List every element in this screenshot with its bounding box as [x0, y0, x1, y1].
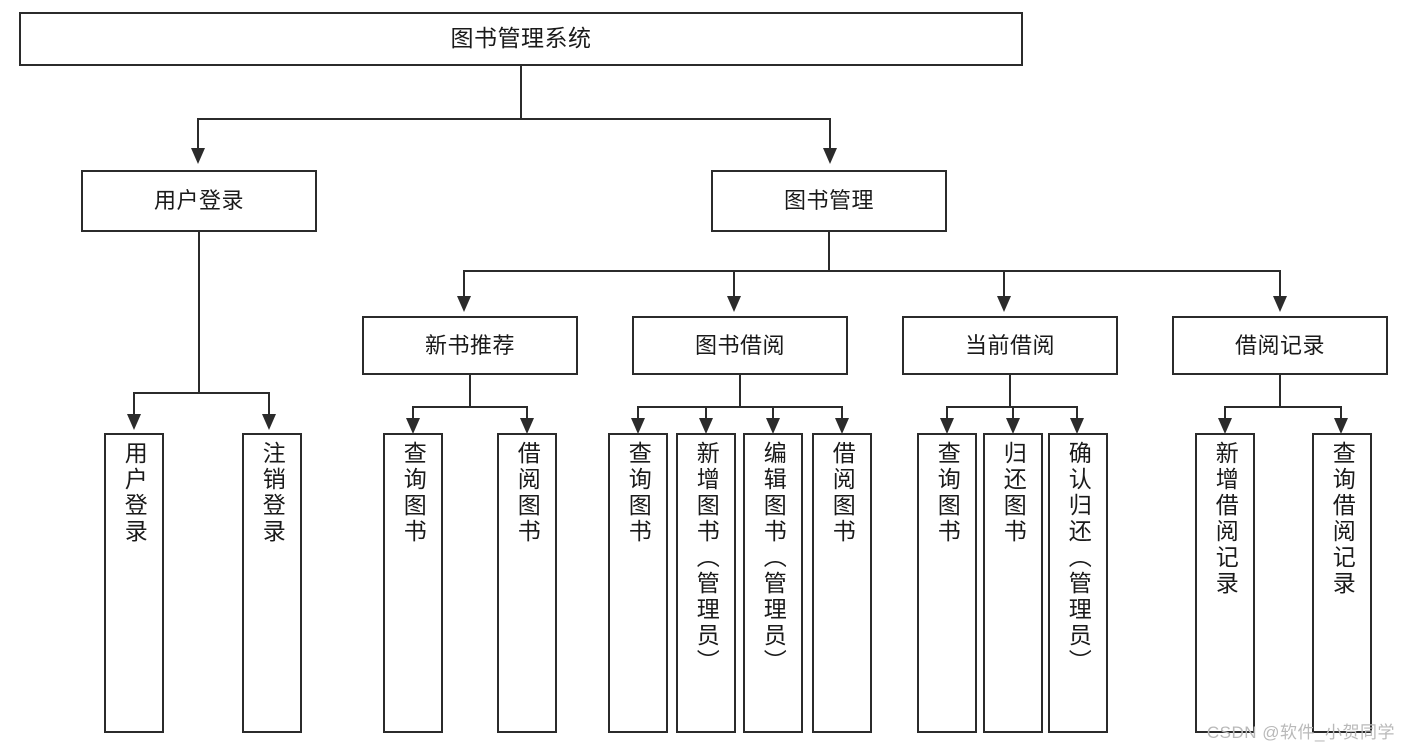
arrow-leaf-query-book-1 [406, 418, 420, 434]
node-book-borrow-label: 图书借阅 [694, 332, 785, 358]
node-leaf-add-record-label: 新增借阅记录 [1212, 441, 1239, 597]
node-leaf-return-book[interactable]: 归还图书 [983, 433, 1043, 733]
connector-user-login-drop-2 [268, 392, 270, 414]
connector-user-login-bus [133, 392, 268, 394]
connector-borrow-record-drop-1 [1224, 406, 1226, 418]
connector-to-new-book-rec [463, 270, 465, 296]
arrow-leaf-borrow-book-2 [835, 418, 849, 434]
node-root-label: 图书管理系统 [450, 25, 592, 52]
arrow-leaf-user-login [127, 414, 141, 430]
node-leaf-confirm-return-label: 确认归还（管理员） [1065, 441, 1092, 675]
node-root[interactable]: 图书管理系统 [19, 12, 1023, 66]
connector-book-borrow-drop-1 [637, 406, 639, 418]
node-new-book-rec-label: 新书推荐 [424, 332, 515, 358]
node-leaf-query-book-2[interactable]: 查询图书 [608, 433, 668, 733]
node-leaf-add-book-label: 新增图书（管理员） [693, 441, 720, 675]
connector-to-user-login [197, 118, 199, 148]
node-leaf-add-record[interactable]: 新增借阅记录 [1195, 433, 1255, 733]
connector-new-book-rec-stem [469, 375, 471, 406]
node-leaf-edit-book[interactable]: 编辑图书（管理员） [743, 433, 803, 733]
node-leaf-query-book-2-label: 查询图书 [625, 441, 652, 545]
arrow-leaf-query-book-3 [940, 418, 954, 434]
node-leaf-query-book-1-label: 查询图书 [400, 441, 427, 545]
arrow-leaf-query-book-2 [631, 418, 645, 434]
node-leaf-edit-book-label: 编辑图书（管理员） [760, 441, 787, 675]
node-leaf-query-book-3-label: 查询图书 [934, 441, 961, 545]
connector-root-bus [197, 118, 831, 120]
connector-to-current-borrow [1003, 270, 1005, 296]
connector-to-book-borrow [733, 270, 735, 296]
arrow-leaf-add-book [699, 418, 713, 434]
node-leaf-query-book-1[interactable]: 查询图书 [383, 433, 443, 733]
connector-to-borrow-record [1279, 270, 1281, 296]
connector-book-borrow-drop-2 [705, 406, 707, 418]
node-current-borrow-label: 当前借阅 [964, 332, 1055, 358]
node-leaf-borrow-book-2[interactable]: 借阅图书 [812, 433, 872, 733]
node-borrow-record-label: 借阅记录 [1234, 332, 1325, 358]
node-leaf-borrow-book-1[interactable]: 借阅图书 [497, 433, 557, 733]
node-leaf-user-logout-label: 注销登录 [259, 441, 286, 545]
arrow-to-borrow-record [1273, 296, 1287, 312]
connector-borrow-record-bus [1224, 406, 1342, 408]
node-leaf-user-login[interactable]: 用户登录 [104, 433, 164, 733]
node-leaf-query-record[interactable]: 查询借阅记录 [1312, 433, 1372, 733]
node-borrow-record[interactable]: 借阅记录 [1172, 316, 1388, 375]
node-book-manage[interactable]: 图书管理 [711, 170, 947, 232]
connector-book-borrow-stem [739, 375, 741, 406]
connector-new-book-rec-drop-2 [526, 406, 528, 418]
connector-borrow-record-stem [1279, 375, 1281, 406]
node-user-login[interactable]: 用户登录 [81, 170, 317, 232]
arrow-to-book-borrow [727, 296, 741, 312]
node-book-borrow[interactable]: 图书借阅 [632, 316, 848, 375]
node-leaf-borrow-book-2-label: 借阅图书 [829, 441, 856, 545]
arrow-to-current-borrow [997, 296, 1011, 312]
node-leaf-user-login-label: 用户登录 [121, 441, 148, 545]
connector-book-borrow-drop-3 [772, 406, 774, 418]
node-leaf-return-book-label: 归还图书 [1000, 441, 1027, 545]
arrow-to-user-login [191, 148, 205, 164]
connector-user-login-drop-1 [133, 392, 135, 414]
node-leaf-query-book-3[interactable]: 查询图书 [917, 433, 977, 733]
node-leaf-user-logout[interactable]: 注销登录 [242, 433, 302, 733]
node-current-borrow[interactable]: 当前借阅 [902, 316, 1118, 375]
connector-current-borrow-drop-2 [1012, 406, 1014, 418]
arrow-leaf-user-logout [262, 414, 276, 430]
arrow-leaf-query-record [1334, 418, 1348, 434]
connector-current-borrow-bus [946, 406, 1077, 408]
connector-book-borrow-bus [637, 406, 843, 408]
connector-book-borrow-drop-4 [841, 406, 843, 418]
arrow-leaf-borrow-book-1 [520, 418, 534, 434]
connector-to-book-manage [829, 118, 831, 148]
connector-root-stem [520, 66, 522, 118]
connector-current-borrow-drop-3 [1076, 406, 1078, 418]
node-leaf-add-book[interactable]: 新增图书（管理员） [676, 433, 736, 733]
connector-book-manage-bus [463, 270, 1280, 272]
arrow-leaf-confirm-return [1070, 418, 1084, 434]
node-user-login-label: 用户登录 [153, 188, 244, 214]
connector-current-borrow-stem [1009, 375, 1011, 406]
node-book-manage-label: 图书管理 [783, 188, 874, 214]
arrow-leaf-edit-book [766, 418, 780, 434]
arrow-to-book-manage [823, 148, 837, 164]
arrow-leaf-add-record [1218, 418, 1232, 434]
arrow-leaf-return-book [1006, 418, 1020, 434]
connector-current-borrow-drop-1 [946, 406, 948, 418]
connector-new-book-rec-drop-1 [412, 406, 414, 418]
connector-book-manage-stem [828, 232, 830, 270]
node-leaf-query-record-label: 查询借阅记录 [1329, 441, 1356, 597]
node-leaf-confirm-return[interactable]: 确认归还（管理员） [1048, 433, 1108, 733]
connector-borrow-record-drop-2 [1340, 406, 1342, 418]
node-new-book-rec[interactable]: 新书推荐 [362, 316, 578, 375]
connector-user-login-stem [198, 232, 200, 392]
connector-new-book-rec-bus [412, 406, 528, 408]
arrow-to-new-book-rec [457, 296, 471, 312]
node-leaf-borrow-book-1-label: 借阅图书 [514, 441, 541, 545]
